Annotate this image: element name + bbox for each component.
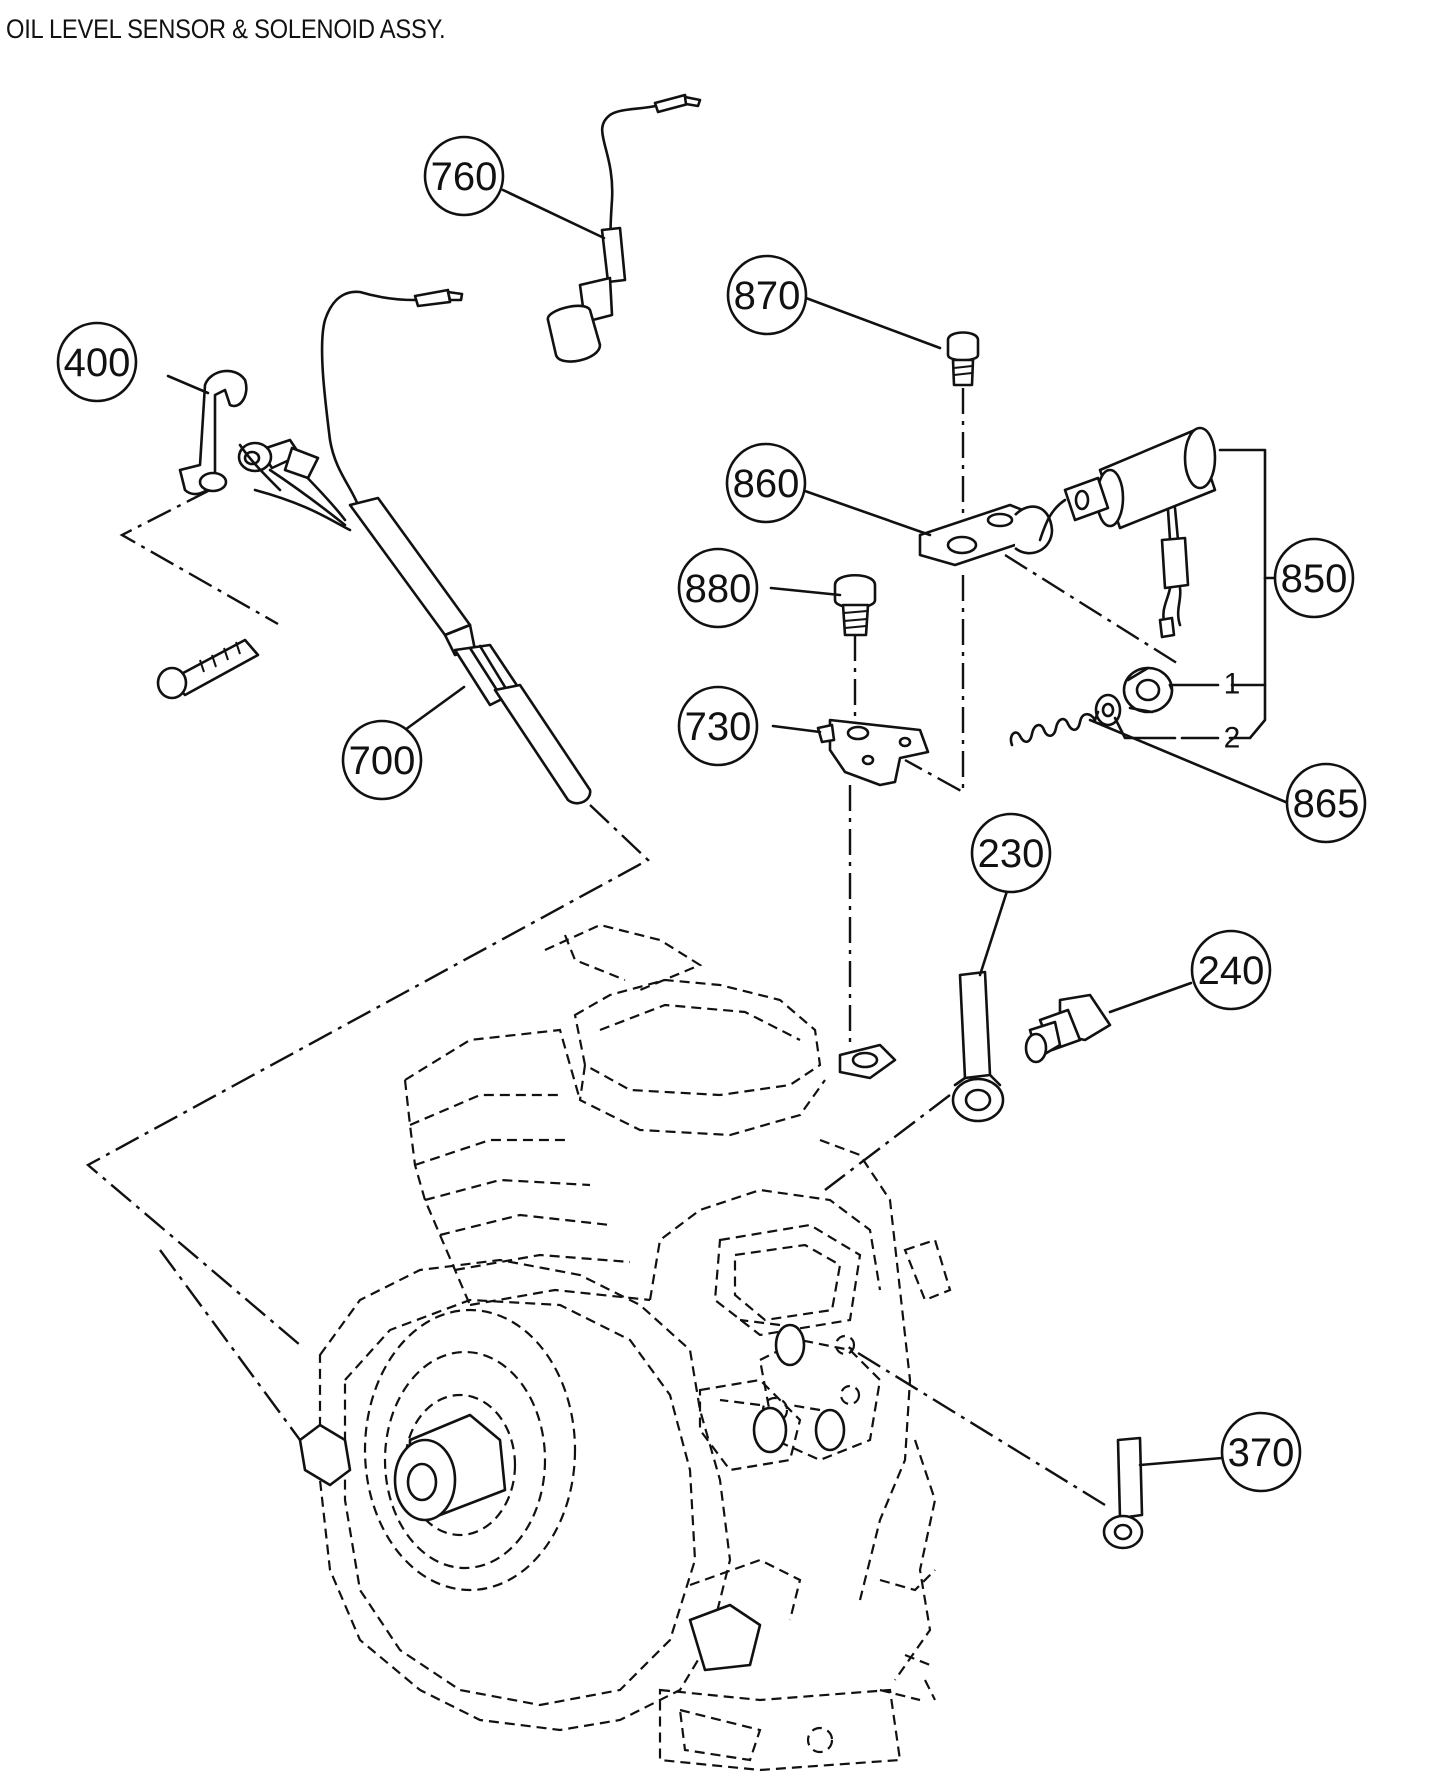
part-240-switch: [1024, 993, 1112, 1064]
callout-370-label: 370: [1228, 1431, 1295, 1475]
callout-230[interactable]: 230: [970, 812, 1052, 894]
diagram-title: OIL LEVEL SENSOR & SOLENOID ASSY.: [6, 14, 446, 44]
callout-400[interactable]: 400: [56, 321, 138, 403]
callout-leaders: [166, 188, 1290, 1467]
leader-lines: [85, 388, 1181, 1507]
callout-860-label: 860: [733, 462, 800, 506]
engine-block-illustration: [298, 923, 952, 1772]
callout-850[interactable]: 850: [1273, 537, 1355, 619]
callout-730-label: 730: [685, 705, 752, 749]
callout-230-label: 230: [978, 832, 1045, 876]
part-730-plate: [816, 718, 930, 787]
callout-880[interactable]: 880: [677, 547, 759, 629]
callout-730[interactable]: 730: [677, 685, 759, 767]
callout-700[interactable]: 700: [341, 719, 423, 801]
part-230-terminal: [951, 970, 1005, 1123]
sub-label-leaders: [1168, 683, 1220, 740]
callout-860[interactable]: 860: [725, 442, 807, 524]
part-865-spring: [1009, 710, 1100, 747]
sub-label-1: 1: [1224, 668, 1241, 701]
sub-label-2: 2: [1224, 722, 1241, 755]
callout-760-label: 760: [431, 155, 498, 199]
part-870-bolt: [946, 331, 980, 387]
callout-870-label: 870: [734, 274, 801, 318]
callout-865[interactable]: 865: [1285, 762, 1367, 844]
callout-870[interactable]: 870: [726, 254, 808, 336]
callout-240[interactable]: 240: [1190, 929, 1272, 1011]
part-850-solenoid: [1038, 426, 1217, 727]
part-860-bracket: [918, 503, 1054, 567]
part-880-bolt: [833, 574, 877, 637]
part-370-terminal: [1102, 1436, 1144, 1550]
callout-700-label: 700: [349, 739, 416, 783]
callout-400-label: 400: [64, 341, 131, 385]
callout-760[interactable]: 760: [423, 135, 505, 217]
part-400-clamp: [156, 369, 282, 700]
callout-865-label: 865: [1293, 782, 1360, 826]
part-760-oil-sensor-lead: [546, 93, 702, 363]
callout-370[interactable]: 370: [1220, 1411, 1302, 1493]
callout-880-label: 880: [685, 567, 752, 611]
callout-850-label: 850: [1281, 557, 1348, 601]
callout-240-label: 240: [1198, 949, 1265, 993]
part-700-oil-level-sensor: [253, 288, 592, 805]
